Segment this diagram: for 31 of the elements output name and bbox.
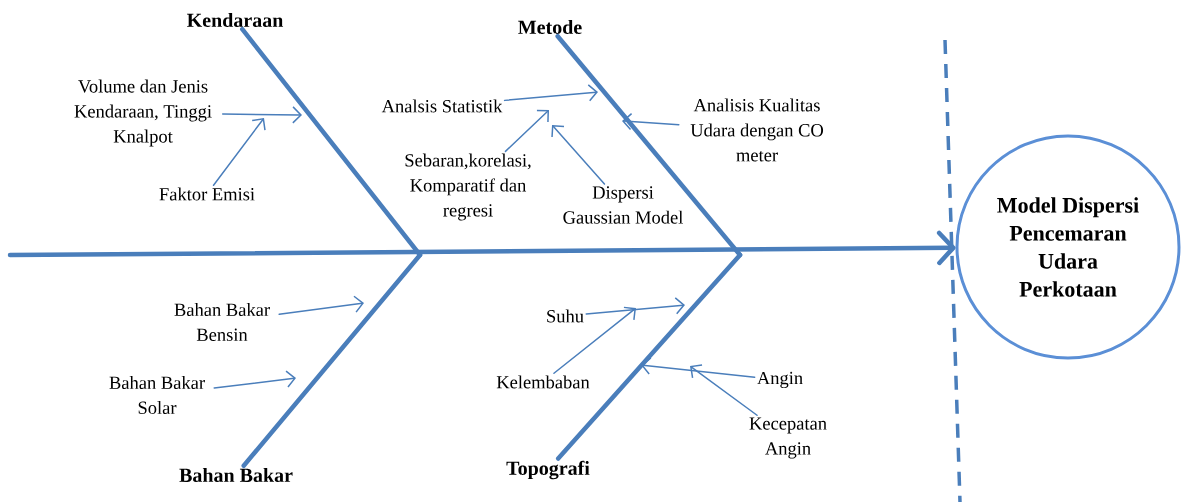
arrow	[504, 109, 549, 153]
fishbone-line	[241, 252, 423, 468]
arrow	[221, 106, 302, 124]
fishbone-line	[555, 252, 743, 461]
arrow	[553, 306, 636, 375]
arrow	[212, 118, 266, 187]
cause-label: Kecepatan Angin	[749, 417, 827, 459]
cause-label: Angin	[757, 371, 803, 389]
cause-label: Sebaran,korelasi, Komparatif dan regresi	[405, 153, 531, 221]
cause-label: Bahan Bakar Bensin	[174, 303, 270, 341]
cause-label: Kelembaban	[496, 375, 590, 389]
cause-label: Dispersi Gaussian Model	[563, 186, 683, 224]
category-label: Kendaraan	[187, 12, 284, 27]
cause-label: Volume dan Jenis Kendaraan, Tinggi Knalpot	[74, 79, 212, 147]
arrow	[690, 364, 758, 416]
arrow	[213, 370, 296, 389]
arrow	[503, 84, 598, 102]
arrow	[641, 357, 756, 378]
cause-label: Suhu	[547, 309, 584, 323]
category-label: Metode	[518, 19, 582, 34]
cause-label: Analisis Kualitas Udara dengan CO meter	[690, 98, 824, 162]
spine-arrow	[7, 230, 956, 266]
arrow	[622, 112, 680, 131]
category-label: Bahan Bakar	[179, 467, 293, 482]
cause-label: Faktor Emisi	[159, 187, 255, 201]
arrow	[585, 297, 685, 315]
arrow	[278, 295, 364, 316]
cause-label: Bahan Bakar Solar	[109, 375, 205, 414]
cause-label: Analsis Statistik	[381, 99, 503, 113]
arrow	[551, 125, 606, 185]
category-label: Topografi	[506, 460, 590, 480]
